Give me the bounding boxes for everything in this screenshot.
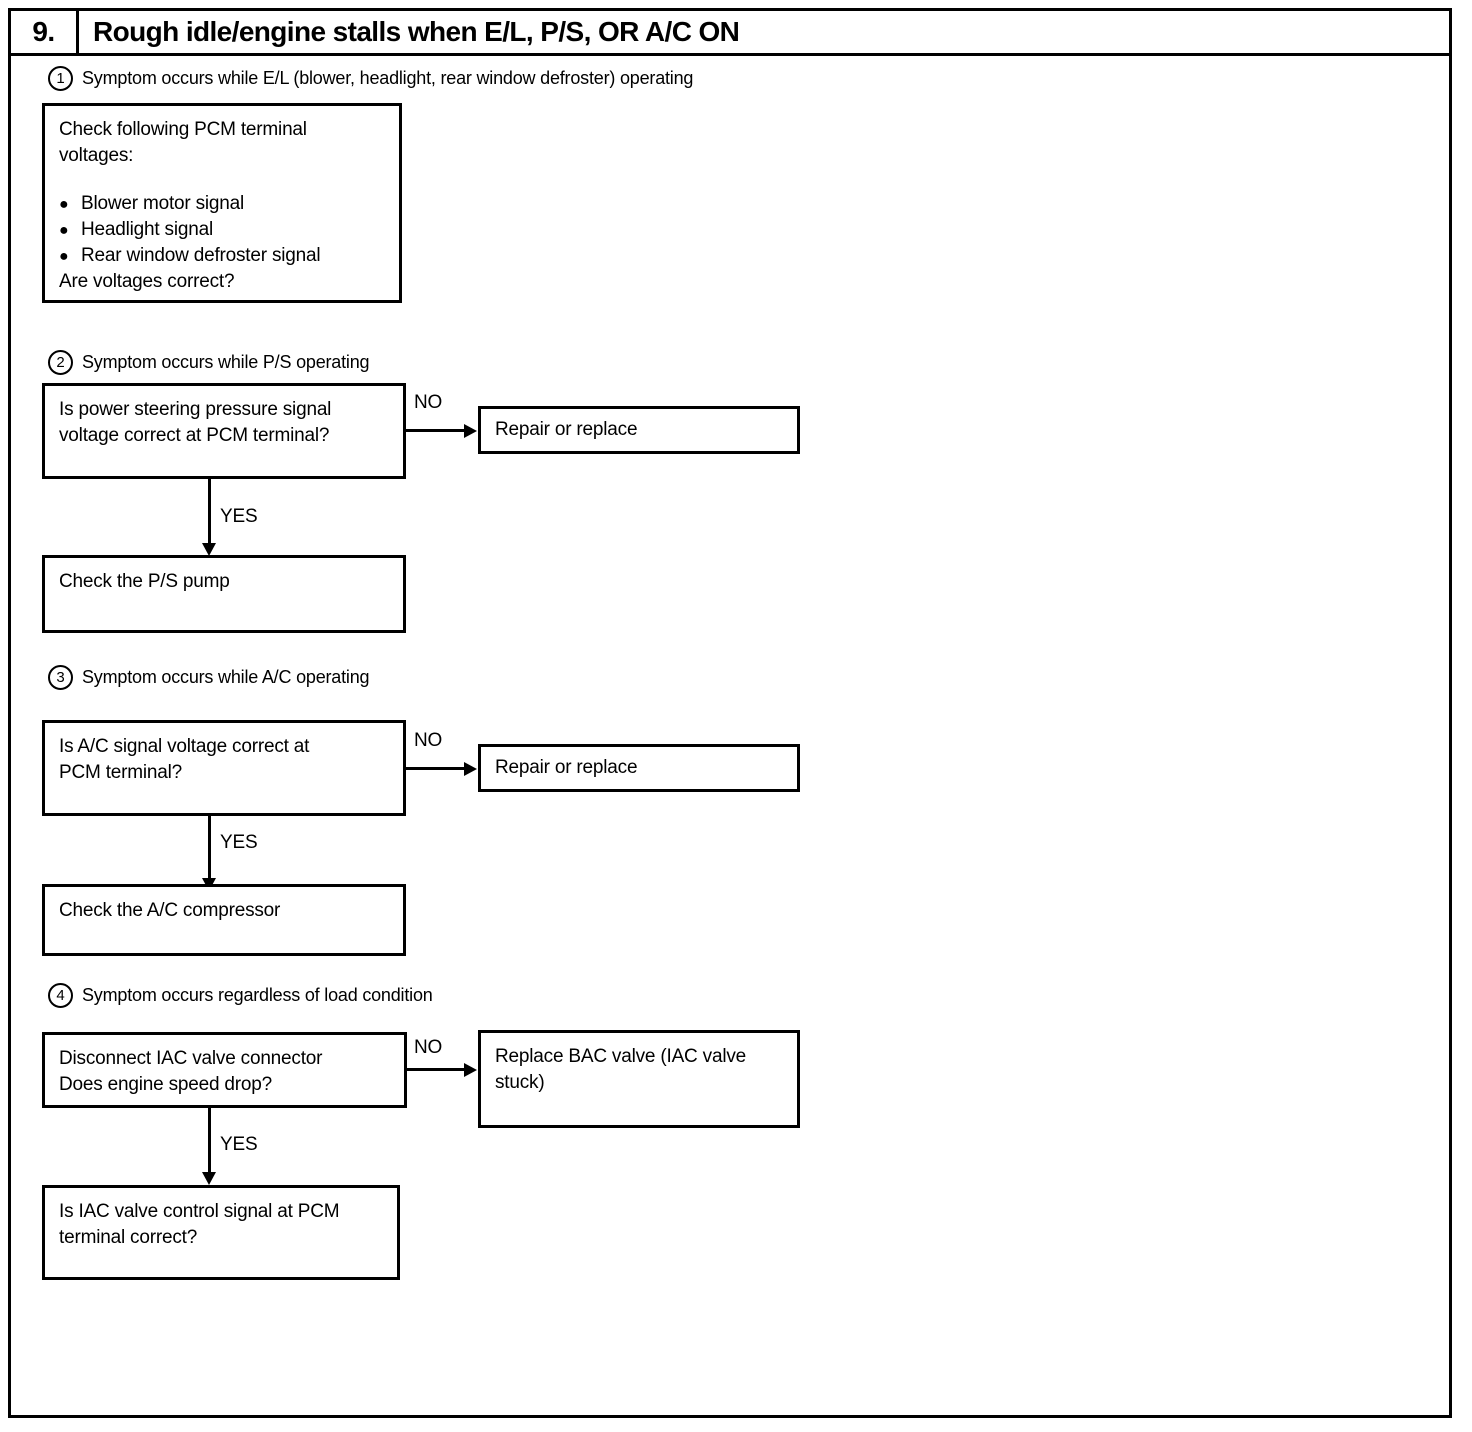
section-heading-3: 3 Symptom occurs while A/C operating	[48, 665, 370, 690]
edge-label-no-2: NO	[414, 392, 443, 413]
decision-ac-signal-voltage: Is A/C signal voltage correct at PCM ter…	[42, 720, 406, 816]
box-iac-control-signal-check: Is IAC valve control signal at PCM termi…	[42, 1185, 400, 1280]
list-item: ● Blower motor signal	[59, 191, 399, 217]
box-line: Check following PCM terminal	[59, 119, 307, 140]
spacer	[59, 169, 399, 191]
box-line: Does engine speed drop?	[59, 1074, 273, 1095]
bullet-icon: ●	[59, 196, 69, 213]
section-heading-4: 4 Symptom occurs regardless of load cond…	[48, 983, 433, 1008]
chart-header: 9. Rough idle/engine stalls when E/L, P/…	[8, 8, 1452, 56]
box-line: Is power steering pressure signal	[59, 399, 332, 420]
connector-no-2	[406, 429, 468, 432]
decision-ps-pressure-signal: Is power steering pressure signal voltag…	[42, 383, 406, 479]
box-repair-or-replace-2: Repair or replace	[478, 406, 800, 454]
box-line: Repair or replace	[495, 757, 638, 778]
section-heading-2: 2 Symptom occurs while P/S operating	[48, 350, 370, 375]
box-line: Check the P/S pump	[59, 571, 230, 592]
box-line: Is IAC valve control signal at PCM	[59, 1201, 340, 1222]
box-check-ac-compressor: Check the A/C compressor	[42, 884, 406, 956]
section-heading-label-3: Symptom occurs while A/C operating	[82, 667, 370, 687]
section-heading-1: 1 Symptom occurs while E/L (blower, head…	[48, 66, 693, 91]
bullet-icon: ●	[59, 222, 69, 239]
edge-label-yes-4: YES	[220, 1134, 258, 1155]
section-heading-label-1: Symptom occurs while E/L (blower, headli…	[82, 68, 694, 88]
page-title: Rough idle/engine stalls when E/L, P/S, …	[93, 16, 740, 47]
edge-label-yes-2: YES	[220, 506, 258, 527]
box-line: Disconnect IAC valve connector	[59, 1048, 323, 1069]
box-line: Replace BAC valve (IAC valve	[495, 1046, 747, 1067]
box-check-pcm-voltages: Check following PCM terminal voltages: ●…	[42, 103, 402, 303]
connector-yes-2	[208, 479, 211, 546]
step-marker-2: 2	[48, 350, 73, 375]
arrowhead-yes-4	[202, 1172, 216, 1185]
box-line: stuck)	[495, 1072, 545, 1093]
step-marker-3: 3	[48, 665, 73, 690]
box-line: voltages:	[59, 145, 134, 166]
edge-label-no-3: NO	[414, 730, 443, 751]
step-marker-4: 4	[48, 983, 73, 1008]
arrowhead-no-2	[464, 424, 477, 438]
box-line: Repair or replace	[495, 419, 638, 440]
arrowhead-yes-2	[202, 543, 216, 556]
section-heading-label-4: Symptom occurs regardless of load condit…	[82, 985, 433, 1005]
bullet-icon: ●	[59, 248, 69, 265]
section-heading-label-2: Symptom occurs while P/S operating	[82, 352, 370, 372]
arrowhead-no-4	[464, 1063, 477, 1077]
edge-label-no-4: NO	[414, 1037, 443, 1058]
list-item: ● Rear window defroster signal	[59, 243, 399, 269]
list-item-label: Headlight signal	[81, 219, 213, 240]
connector-no-4	[407, 1068, 468, 1071]
bullet-list: ● Blower motor signal ● Headlight signal…	[59, 191, 399, 269]
connector-yes-3	[208, 816, 211, 881]
box-line: PCM terminal?	[59, 762, 183, 783]
box-replace-bac-valve: Replace BAC valve (IAC valve stuck)	[478, 1030, 800, 1128]
list-item-label: Rear window defroster signal	[81, 245, 321, 266]
chart-number: 9.	[11, 11, 79, 53]
connector-yes-4	[208, 1108, 211, 1175]
box-line: terminal correct?	[59, 1227, 198, 1248]
edge-label-yes-3: YES	[220, 832, 258, 853]
arrowhead-no-3	[464, 762, 477, 776]
list-item-label: Blower motor signal	[81, 193, 245, 214]
connector-no-3	[406, 767, 468, 770]
step-marker-1: 1	[48, 66, 73, 91]
list-item: ● Headlight signal	[59, 217, 399, 243]
box-repair-or-replace-3: Repair or replace	[478, 744, 800, 792]
box-question: Are voltages correct?	[59, 271, 235, 292]
decision-iac-valve-disconnect: Disconnect IAC valve connector Does engi…	[42, 1032, 407, 1108]
box-line: Check the A/C compressor	[59, 900, 281, 921]
box-line: voltage correct at PCM terminal?	[59, 425, 330, 446]
box-check-ps-pump: Check the P/S pump	[42, 555, 406, 633]
box-line: Is A/C signal voltage correct at	[59, 736, 310, 757]
